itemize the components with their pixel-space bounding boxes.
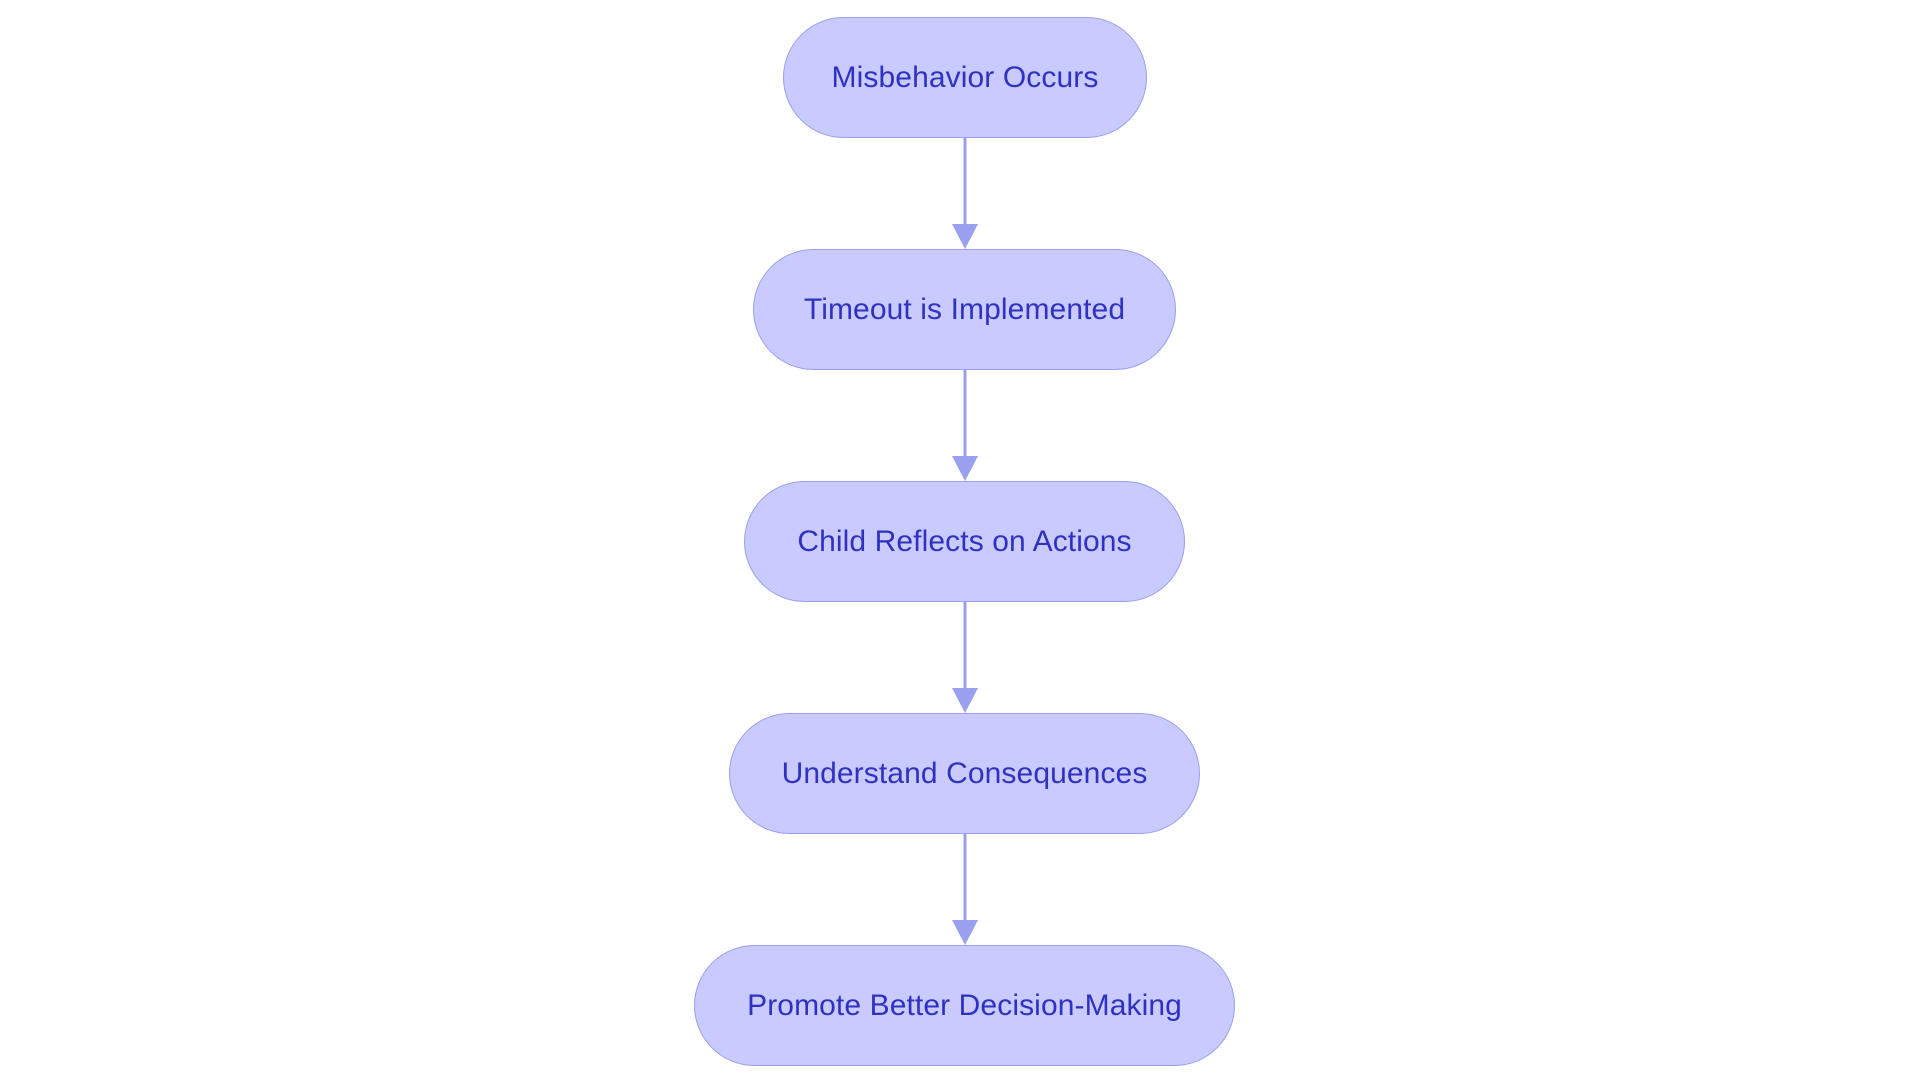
edge-understand-to-promote <box>952 834 978 945</box>
arrowhead-icon <box>952 224 978 249</box>
edge-misbehavior-to-timeout <box>952 138 978 249</box>
node-label: Promote Better Decision-Making <box>747 988 1182 1022</box>
node-label: Child Reflects on Actions <box>797 524 1132 558</box>
edge-timeout-to-reflect <box>952 370 978 481</box>
node-child-reflects-on-actions: Child Reflects on Actions <box>744 481 1185 602</box>
node-understand-consequences: Understand Consequences <box>729 713 1200 834</box>
node-label: Misbehavior Occurs <box>831 60 1099 94</box>
arrowhead-icon <box>952 688 978 713</box>
arrowhead-icon <box>952 920 978 945</box>
node-label: Understand Consequences <box>781 756 1148 790</box>
arrowhead-icon <box>952 456 978 481</box>
node-label: Timeout is Implemented <box>803 292 1126 326</box>
node-promote-better-decision-making: Promote Better Decision-Making <box>694 945 1235 1066</box>
edge-reflect-to-understand <box>952 602 978 713</box>
node-timeout-is-implemented: Timeout is Implemented <box>753 249 1176 370</box>
node-misbehavior-occurs: Misbehavior Occurs <box>783 17 1147 138</box>
